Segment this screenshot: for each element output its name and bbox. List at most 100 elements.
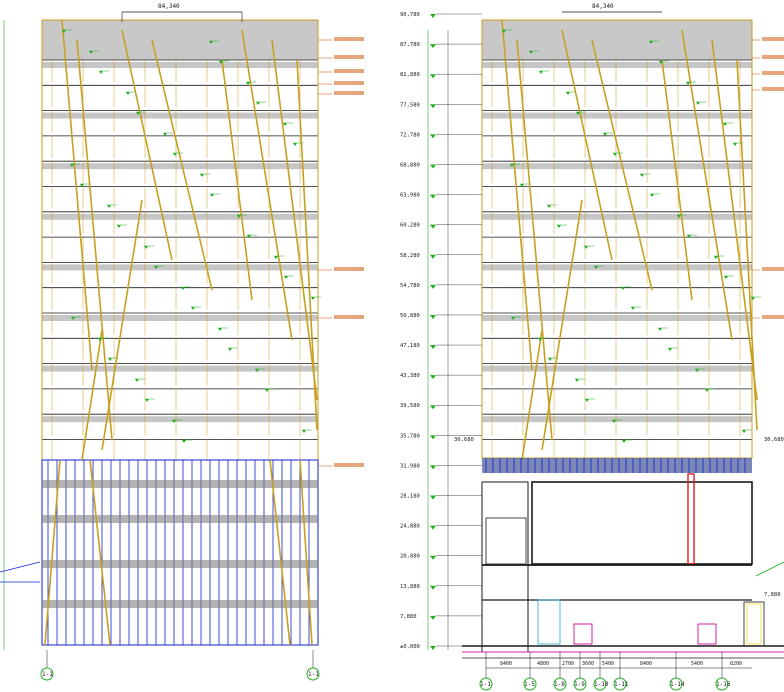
axis-label-left: 1-1	[42, 671, 53, 678]
level-tag-marker	[510, 164, 514, 167]
structural-fin	[296, 59, 318, 431]
annotation-tag	[334, 81, 364, 85]
level-tag-marker	[539, 71, 543, 74]
level-tag-marker	[723, 123, 727, 126]
level-label: 87,780	[400, 42, 420, 48]
level-tag-marker	[218, 328, 222, 331]
structural-fin	[221, 59, 253, 301]
level-marker	[430, 74, 436, 79]
level-marker	[430, 555, 436, 560]
axis-label-right: 1-1	[308, 671, 319, 678]
structural-fin	[241, 29, 293, 341]
level-marker	[430, 134, 436, 139]
level-tag-marker	[70, 164, 74, 167]
level-tag-marker	[219, 61, 223, 64]
level-tag-marker	[181, 287, 185, 290]
axis-label: 1-9	[574, 681, 585, 688]
structural-fin	[101, 199, 143, 451]
side-level-low: 7,880	[764, 592, 781, 598]
dimension-label: 4800	[537, 661, 549, 667]
level-marker	[430, 525, 436, 530]
structural-fin	[736, 59, 758, 431]
annotation-tag	[762, 87, 784, 91]
level-tag-marker	[144, 246, 148, 249]
side-level-left: 30,680	[454, 437, 474, 443]
level-tag-marker	[659, 61, 663, 64]
left-top-dimension: 84,340	[158, 3, 180, 10]
floor-slab	[482, 416, 752, 423]
level-tag-marker	[311, 297, 315, 300]
dimension-label: 8400	[500, 661, 512, 667]
level-tag-marker	[98, 338, 102, 341]
structural-fin	[501, 19, 533, 371]
axis-bubble	[479, 677, 493, 691]
level-tag-marker	[529, 51, 533, 54]
podium-mullions	[42, 460, 318, 645]
annotation-tag	[762, 37, 784, 41]
level-label: 77,580	[400, 102, 420, 108]
level-tag-marker	[742, 430, 746, 433]
level-tag-marker	[107, 205, 111, 208]
level-tag-marker	[284, 276, 288, 279]
structural-fin	[76, 39, 113, 441]
annotation-tag	[762, 71, 784, 75]
level-tag-marker	[210, 194, 214, 197]
left-yellow-fins	[44, 19, 318, 646]
level-marker	[430, 164, 436, 169]
structural-fin	[516, 39, 553, 441]
level-tag-marker	[135, 379, 139, 382]
level-tag-marker	[733, 143, 737, 146]
right-floor-bands	[481, 19, 753, 462]
floor-slab	[42, 112, 318, 119]
level-tag-marker	[209, 41, 213, 44]
structural-fin	[299, 459, 313, 646]
podium-slab	[42, 600, 318, 608]
level-tag-marker	[136, 112, 140, 115]
level-tag-marker	[182, 440, 186, 443]
dimension-label: 2700	[562, 661, 574, 667]
level-tag-marker	[117, 225, 121, 228]
structural-fin	[81, 329, 103, 461]
structural-fin	[269, 459, 291, 646]
structural-fin	[44, 459, 61, 646]
side-level-right: 30,680	[764, 437, 784, 443]
floor-slab	[42, 264, 318, 271]
level-label: 13,880	[400, 584, 420, 590]
annotation-tag	[334, 315, 364, 319]
level-tag-marker	[293, 143, 297, 146]
right-level-tags	[502, 29, 761, 443]
level-tag-marker	[547, 205, 551, 208]
axis-bubble	[613, 677, 627, 691]
level-label: 7,880	[400, 614, 417, 620]
level-tag-marker	[200, 174, 204, 177]
annotation-tag	[762, 315, 784, 319]
red-column	[687, 473, 695, 565]
level-marker	[430, 194, 436, 199]
roof-crown	[42, 20, 318, 60]
floor-slab	[482, 112, 752, 119]
level-tag-marker	[575, 379, 579, 382]
level-marker	[430, 405, 436, 410]
dimension-label: 5400	[691, 661, 703, 667]
floor-slab	[42, 163, 318, 170]
level-marker	[430, 646, 436, 650]
level-marker	[430, 435, 436, 440]
structural-fin	[121, 29, 173, 261]
level-tag-marker	[695, 369, 699, 372]
floor-slab	[482, 264, 752, 271]
stair-core	[481, 481, 529, 653]
floor-slab	[42, 213, 318, 220]
level-tag-marker	[302, 430, 306, 433]
level-tag-marker	[154, 266, 158, 269]
level-label: 28,180	[400, 494, 420, 500]
level-marker	[430, 615, 436, 620]
level-tag-marker	[511, 317, 515, 320]
level-tag-marker	[283, 123, 287, 126]
level-label: 54,780	[400, 283, 420, 289]
level-label: 31,980	[400, 463, 420, 469]
transfer-floor	[482, 458, 752, 473]
level-label: 72,780	[400, 132, 420, 138]
level-tag-marker	[520, 184, 524, 187]
